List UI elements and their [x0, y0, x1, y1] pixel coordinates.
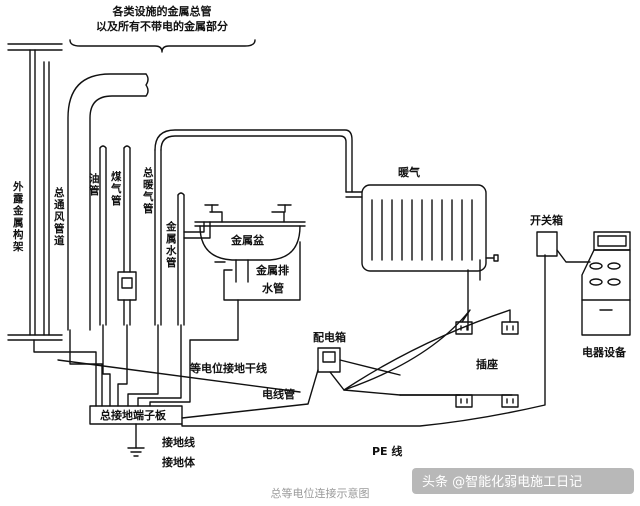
main-grounding-terminal-label: 总接地端子板 — [100, 408, 167, 422]
external-metal-frame-label-char: 露 — [13, 192, 24, 205]
metal-drain-label-1: 金属排 — [255, 263, 289, 277]
conduit-label: 电线管 — [262, 387, 295, 401]
diagram-caption: 总等电位连接示意图 — [271, 486, 370, 500]
metal-water-pipe-label: 金 属 水 管 — [165, 220, 177, 269]
socket-label: 插座 — [476, 357, 498, 371]
ventilation-duct-label: 总 通 风 管 道 — [54, 186, 65, 247]
main-heating-pipe-label-char: 暖 — [143, 178, 154, 191]
gas-pipe — [117, 145, 137, 326]
watermark-backdrop — [412, 468, 634, 494]
top-title-line-2: 以及所有不带电的金属部分 — [96, 19, 228, 33]
external-metal-frame — [7, 43, 63, 341]
equipotential-trunk-label: 等电位接地干线 — [189, 361, 267, 375]
main-heating-pipe-label: 总 暖 气 管 — [142, 166, 154, 215]
gas-pipe-label: 煤 气 管 — [110, 170, 122, 207]
external-metal-frame-label-char: 构 — [13, 228, 24, 241]
ventilation-duct — [67, 73, 149, 331]
external-metal-frame-label-char: 金 — [12, 204, 24, 217]
top-title-line-1: 各类设施的金属总管 — [112, 4, 212, 18]
electrical-equipment-label: 电器设备 — [582, 345, 627, 359]
watermark: 头条 @智能化弱电施工日记 — [422, 474, 582, 490]
main-heating-pipe-label-char: 总 — [143, 166, 154, 179]
radiator — [361, 184, 499, 272]
oil-pipe-label: 油 管 — [89, 172, 100, 197]
switch-box — [536, 231, 591, 263]
top-bracket — [69, 39, 256, 53]
metal-drain-label-2: 水管 — [262, 281, 284, 295]
sockets — [455, 321, 519, 408]
switch-box-label: 开关箱 — [530, 213, 563, 227]
ventilation-duct-label-char: 风 — [54, 211, 65, 223]
ventilation-duct-label-char: 道 — [54, 234, 65, 247]
external-metal-frame-label-char: 架 — [12, 240, 24, 253]
main-heating-pipe — [154, 129, 363, 326]
grounding-terminal-board — [89, 405, 183, 457]
external-metal-frame-label-char: 属 — [12, 217, 24, 229]
ventilation-duct-label-char: 管 — [54, 222, 65, 235]
pe-wire-label: PE 线 — [372, 444, 402, 458]
gas-pipe-label-char: 气 — [110, 182, 122, 195]
metal-basin — [194, 221, 306, 301]
external-metal-frame-label-char: 外 — [12, 180, 24, 193]
ventilation-duct-label-char: 通 — [54, 199, 65, 211]
metal-water-pipe-label-char: 管 — [166, 256, 177, 269]
metal-water-pipe — [177, 192, 211, 326]
faucets — [204, 204, 292, 223]
oil-pipe — [99, 145, 107, 326]
electrical-equipment — [581, 231, 631, 336]
main-heating-pipe-label-char: 管 — [143, 202, 154, 215]
metal-water-pipe-label-char: 水 — [165, 244, 177, 257]
oil-pipe-label-char: 管 — [89, 184, 100, 197]
metal-water-pipe-label-char: 金 — [165, 220, 177, 233]
ventilation-duct-label-char: 总 — [54, 186, 65, 199]
main-heating-pipe-label-char: 气 — [142, 190, 154, 203]
distribution-box-label: 配电箱 — [313, 330, 346, 344]
oil-pipe-label-char: 油 — [89, 172, 100, 185]
grounding-wire-label: 接地线 — [162, 435, 195, 449]
gas-pipe-label-char: 煤 — [111, 170, 122, 183]
heating-label: 暖气 — [398, 165, 420, 179]
metal-water-pipe-label-char: 属 — [165, 233, 177, 245]
gas-pipe-label-char: 管 — [111, 194, 122, 207]
metal-basin-label: 金属盆 — [230, 233, 265, 247]
grounding-body-label: 接地体 — [162, 455, 196, 469]
bonding-wires — [33, 299, 319, 419]
external-metal-frame-label: 外 露 金 属 构 架 — [12, 180, 24, 253]
